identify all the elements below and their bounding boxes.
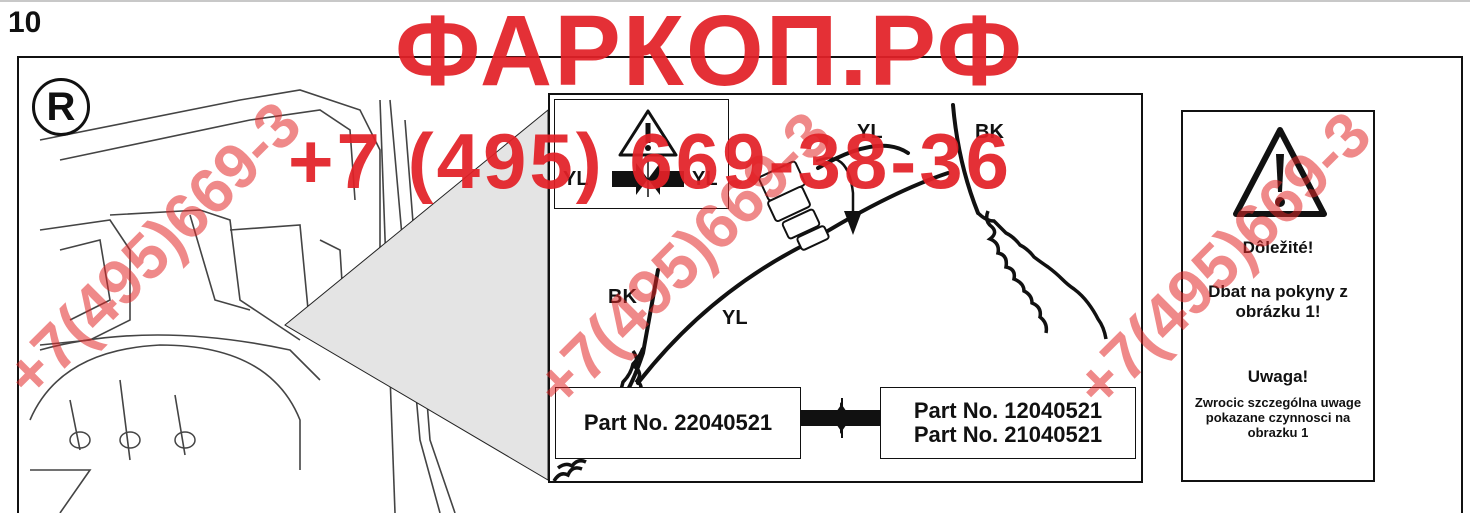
watermark-phone: +7 (495) 669-38-36 <box>288 117 1012 205</box>
notice-text-pl: Zwrocic szczególna uwage pokazane czynno… <box>1194 395 1362 440</box>
notice-text-sk: Dbat na pokyny z obrázku 1! <box>1208 282 1348 321</box>
warning-label-right: YL <box>692 168 718 190</box>
watermark-brand: ФАРКОП.РФ <box>395 0 1024 107</box>
warning-triangle-icon <box>612 109 684 197</box>
warning-label-left: YL <box>563 168 589 190</box>
step-number: 10 <box>8 6 42 39</box>
figure-frame <box>17 56 1463 513</box>
notice-title-pl: Uwaga! <box>1247 367 1309 386</box>
side-marker-r: R <box>32 78 90 136</box>
important-notice-box: Dôležité! Dbat na pokyny z obrázku 1! Uw… <box>1181 110 1375 482</box>
wire-label-yl-mid: YL <box>722 307 748 329</box>
wire-label-yl-top: YL <box>857 121 883 143</box>
notice-title-sk: Dôležité! <box>1242 238 1314 257</box>
wire-label-bk-top: BK <box>975 121 1004 143</box>
wire-label-bk-left: BK <box>608 286 637 308</box>
part-number-right-line1: Part No. 12040521 <box>913 398 1103 423</box>
warning-triangle-icon <box>1233 127 1327 217</box>
part-number-right: Part No. 12040521 Part No. 21040521 <box>880 387 1136 459</box>
part-number-left-text: Part No. 22040521 <box>583 410 773 435</box>
part-number-left: Part No. 22040521 <box>555 387 801 459</box>
part-number-right-line2: Part No. 21040521 <box>913 422 1103 447</box>
top-rule <box>0 0 1470 2</box>
